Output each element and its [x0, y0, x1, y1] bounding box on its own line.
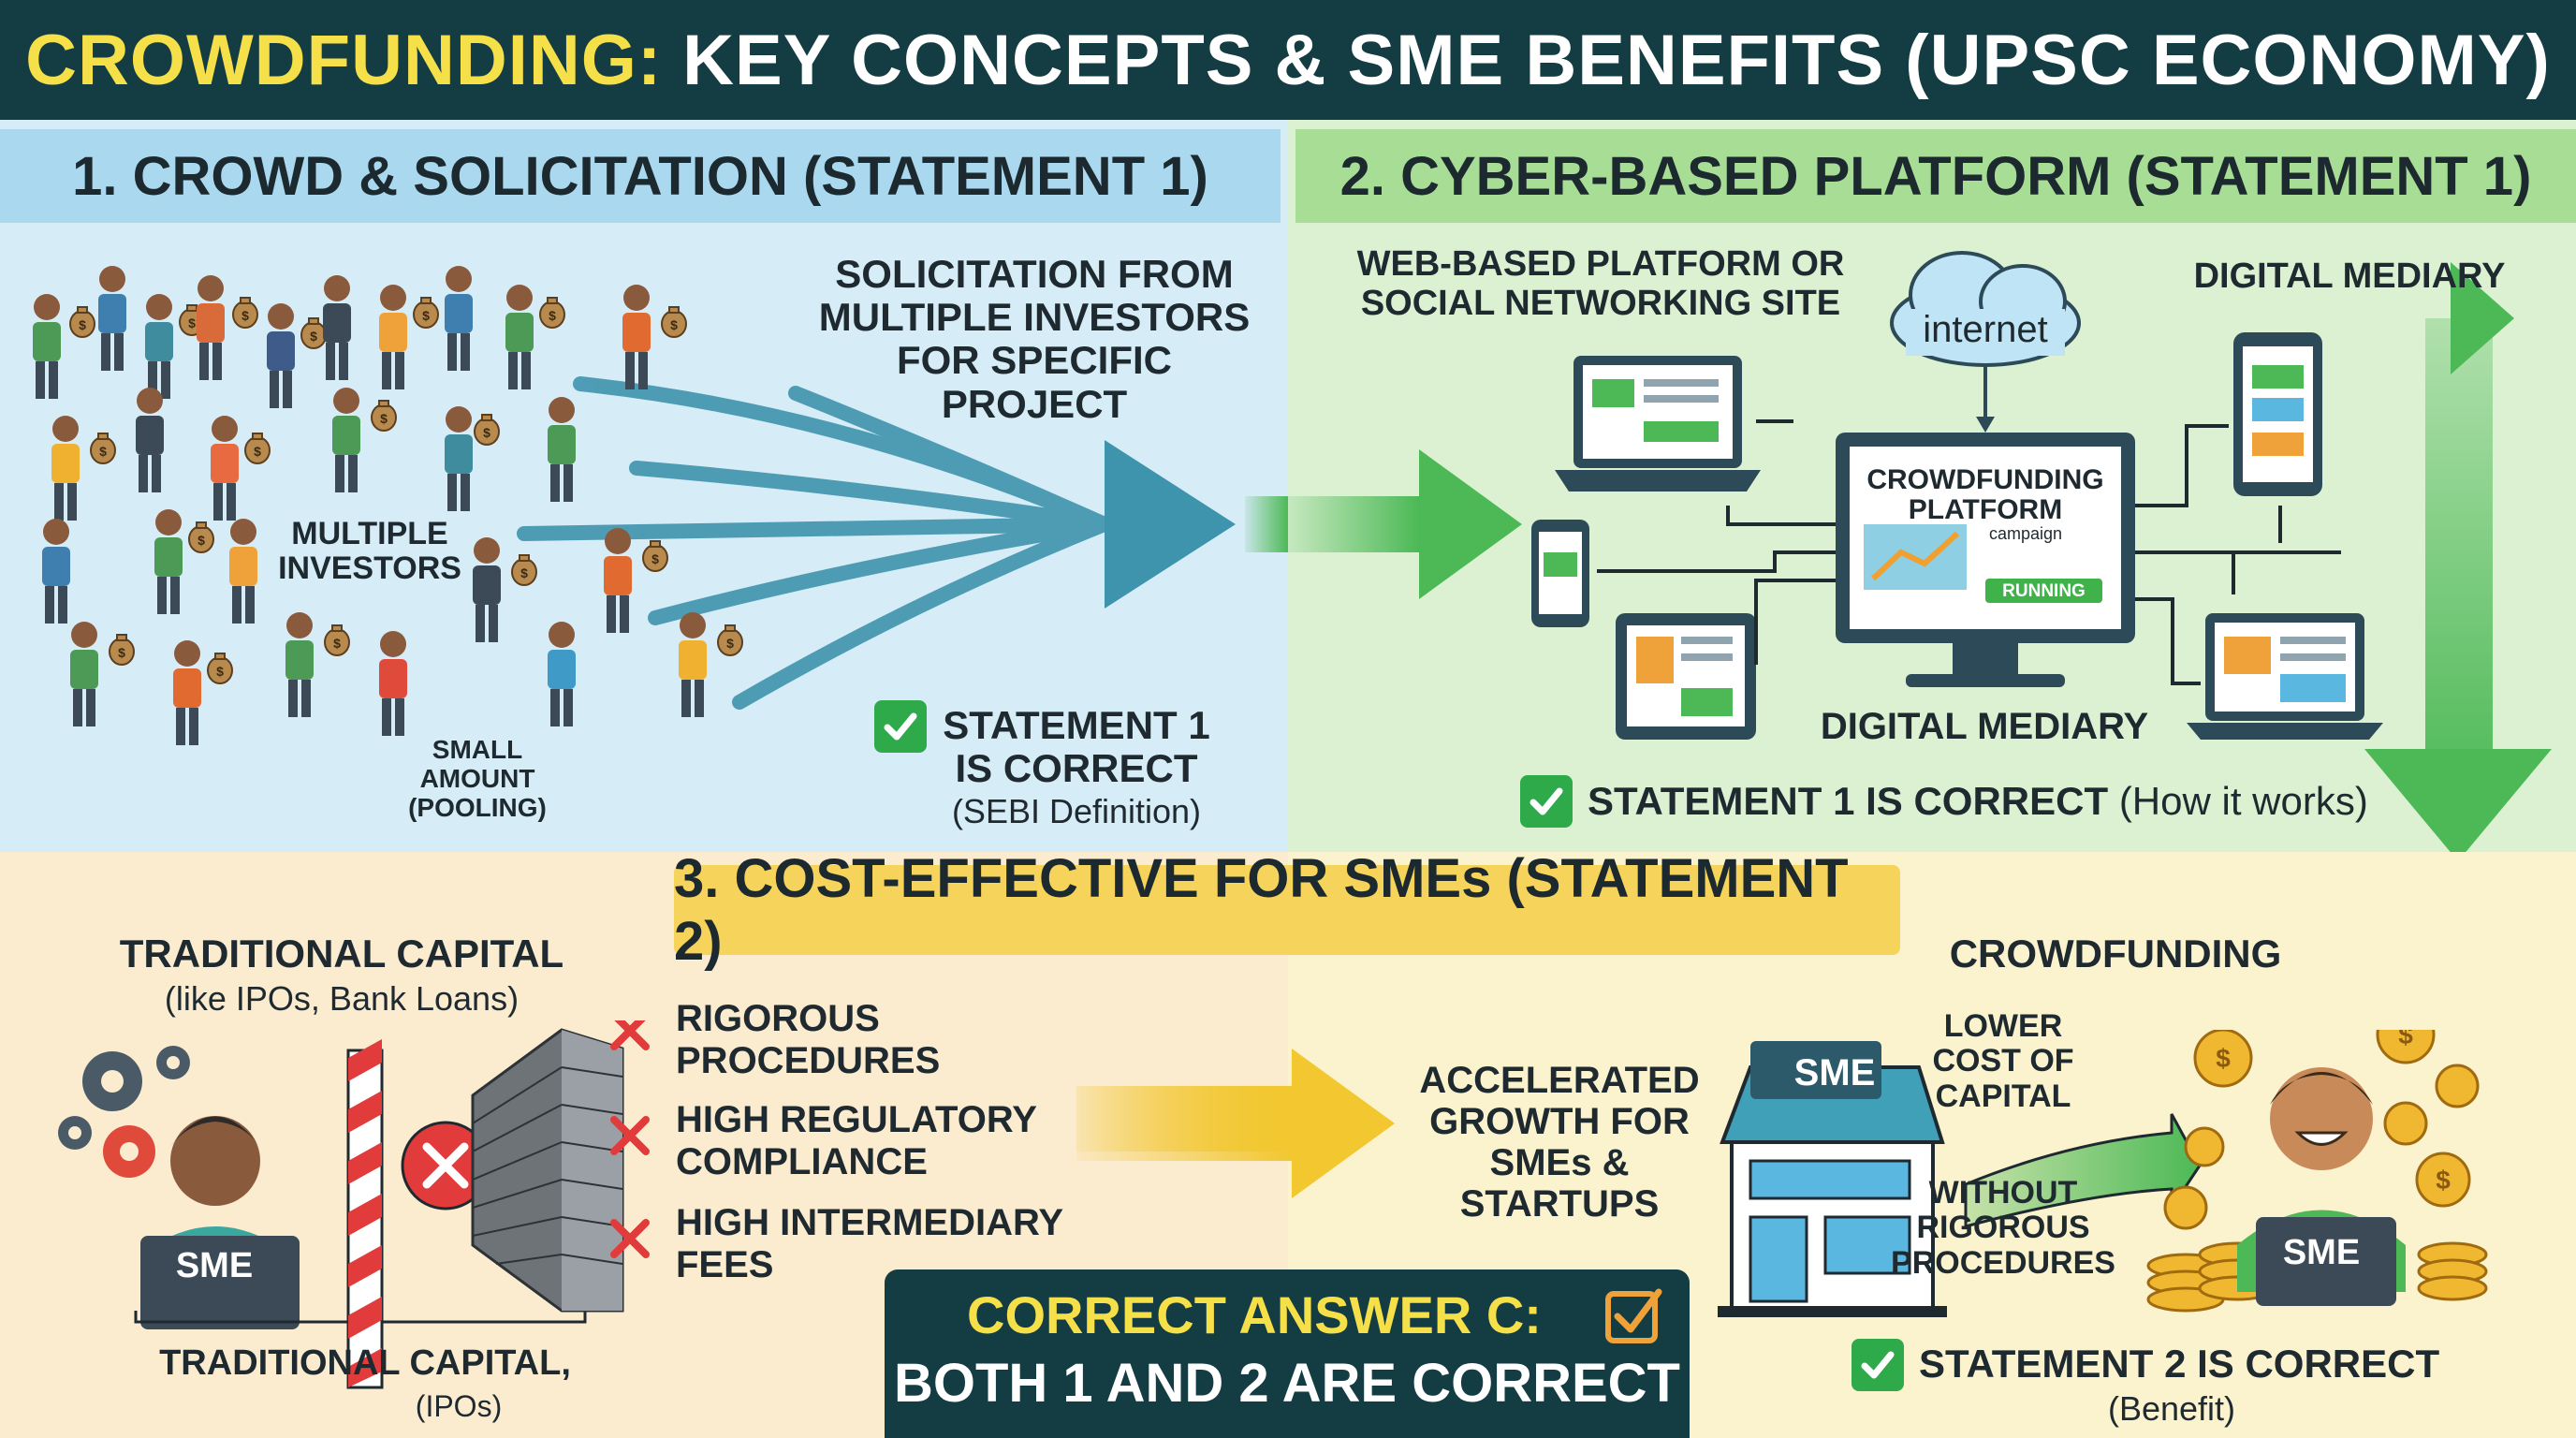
- svg-text:$: $: [2436, 1166, 2451, 1195]
- laptop-icon-right: [2187, 613, 2383, 740]
- digital-mediary-bottom-label: DIGITAL MEDIARY: [1820, 706, 2149, 747]
- traditional-capital-subtitle: (like IPOs, Bank Loans): [164, 979, 520, 1018]
- small-amount-label: SMALL AMOUNT: [419, 735, 535, 793]
- pooling-label: (POOLING): [408, 793, 547, 822]
- answer-line-2: BOTH 1 AND 2 ARE CORRECT: [894, 1353, 1680, 1414]
- sme-laptop-label: SME: [175, 1246, 254, 1285]
- platform-illustration: [1288, 251, 2552, 852]
- crowdfunding-benefit-illustration: $ $ $: [1718, 1030, 2488, 1317]
- sme-laptop-label-2: SME: [2282, 1233, 2361, 1272]
- traditional-bottom-label: TRADITIONAL CAPITAL,: [159, 1343, 571, 1383]
- cloud-icon: [1890, 251, 2081, 367]
- brick-wall: [471, 1028, 624, 1313]
- multiple-investors-label: MULTIPLE INVESTORS: [278, 516, 461, 587]
- crowd-illustration: $: [33, 266, 1288, 745]
- benefit-note: (Benefit): [2107, 1389, 2236, 1428]
- statement-2-label: STATEMENT 2 IS CORRECT: [1919, 1342, 2440, 1386]
- statement-1-line-2: IS CORRECT: [955, 746, 1198, 790]
- gear-icon: [58, 1046, 190, 1178]
- sme-person-icon: [140, 1116, 300, 1329]
- barrier-rigorous: RIGOROUS PROCEDURES: [676, 998, 941, 1081]
- statement-1-platform: STATEMENT 1 IS CORRECT (How it works): [1588, 779, 2430, 824]
- lower-cost-label: LOWER COST OF CAPITAL: [1932, 1008, 2074, 1114]
- title-part-2: KEY CONCEPTS & SME BENEFITS (UPSC ECONOM…: [682, 20, 2551, 100]
- checkbox-icon: [1604, 1286, 1662, 1344]
- traditional-capital-title: TRADITIONAL CAPITAL: [119, 932, 564, 976]
- traditional-bottom-subtitle: (IPOs): [415, 1389, 503, 1423]
- page-title: CROWDFUNDING: KEY CONCEPTS & SME BENEFIT…: [0, 0, 2576, 120]
- crowdfunding-label: CROWDFUNDING: [1949, 932, 2282, 976]
- phone-icon-right: [2233, 332, 2322, 496]
- traditional-barrier-illustration: [58, 1020, 1288, 1389]
- statement-1-platform-text: STATEMENT 1 IS CORRECT: [1588, 779, 2109, 823]
- check-icon: [1852, 1339, 1904, 1391]
- section-3-header: 3. COST-EFFECTIVE FOR SMEs (STATEMENT 2): [674, 848, 1900, 972]
- laptop-icon: [1555, 356, 1761, 492]
- internet-label: internet: [1923, 309, 2048, 350]
- check-icon: [874, 700, 927, 753]
- barrier-compliance: HIGH REGULATORY COMPLIANCE: [676, 1099, 1037, 1182]
- sme-building-label: SME: [1793, 1052, 1876, 1093]
- crowd-people: [33, 266, 743, 745]
- cross-icons: [610, 1020, 650, 1258]
- statement-1-line-1: STATEMENT 1: [943, 703, 1210, 747]
- svg-text:$: $: [2216, 1044, 2231, 1073]
- without-procedures-label: WITHOUT RIGOROUS PROCEDURES: [1891, 1175, 2115, 1281]
- campaign-label: campaign: [1989, 524, 2063, 543]
- digital-mediary-top-label: DIGITAL MEDIARY: [2193, 257, 2506, 296]
- happy-sme-person-icon: [2237, 1067, 2406, 1306]
- web-platform-label: WEB-BASED PLATFORM OR SOCIAL NETWORKING …: [1356, 244, 1845, 323]
- phone-icon: [1531, 520, 1589, 627]
- yellow-arrow: [1076, 1049, 1395, 1198]
- accelerated-growth-label: ACCELERATED GROWTH FOR SMEs & STARTUPS: [1419, 1060, 1700, 1225]
- platform-name-line-1: CROWDFUNDING: [1866, 464, 2104, 495]
- answer-box: [885, 1269, 1690, 1438]
- barrier-fees: HIGH INTERMEDIARY FEES: [676, 1202, 1063, 1285]
- title-part-1: CROWDFUNDING:: [25, 20, 663, 100]
- traditional-bottom-combined: TRADITIONAL: [150, 1387, 580, 1428]
- how-it-works-note: (How it works): [2118, 779, 2368, 823]
- section-1-header: 1. CROWD & SOLICITATION (STATEMENT 1): [0, 129, 1281, 223]
- platform-name-line-2: PLATFORM: [1908, 494, 2063, 525]
- sme-building-sign: [1750, 1041, 1881, 1099]
- svg-text:$: $: [2398, 1030, 2413, 1049]
- running-badge: RUNNING: [2002, 581, 2086, 601]
- solicitation-label: SOLICITATION FROM MULTIPLE INVESTORS FOR…: [818, 252, 1251, 426]
- section-2-header: 2. CYBER-BASED PLATFORM (STATEMENT 1): [1295, 129, 2576, 223]
- platform-monitor-icon: [1836, 433, 2135, 687]
- blocked-icon: [401, 1121, 490, 1211]
- check-icon: [1520, 775, 1573, 828]
- answer-line-1: CORRECT ANSWER C:: [967, 1285, 1542, 1344]
- title-bar: [0, 0, 2576, 120]
- tablet-icon: [1616, 613, 1756, 740]
- barrier-pole: [346, 1039, 384, 1389]
- sebi-definition-note: (SEBI Definition): [951, 792, 1202, 830]
